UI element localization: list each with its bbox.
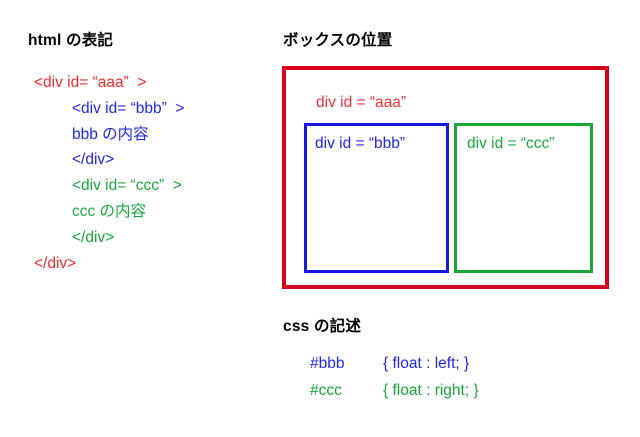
code-line: </div> [72, 228, 115, 246]
box-bbb-label: div id = “bbb” [315, 135, 406, 152]
section-heading-css: css の記述 [283, 318, 362, 335]
box-ccc-label: div id = “ccc” [467, 135, 555, 152]
box-aaa-outer: div id = “aaa” div id = “bbb” div id = “… [282, 66, 609, 289]
box-position-diagram: div id = “aaa” div id = “bbb” div id = “… [282, 66, 609, 289]
css-rule-row: #ccc { float : right; } [310, 377, 479, 404]
section-heading-boxes: ボックスの位置 [283, 32, 393, 49]
css-selector: #bbb [310, 355, 345, 372]
code-line: <div id= “ccc” > [72, 177, 182, 195]
code-line: ccc の内容 [72, 202, 147, 220]
code-line: <div id= “bbb” > [72, 99, 185, 117]
section-heading-html: html の表記 [28, 32, 114, 49]
box-aaa-label: div id = “aaa” [316, 94, 407, 111]
code-line: </div> [72, 151, 115, 169]
html-code-listing: <div id= “aaa” > <div id= “bbb” > bbb の内… [34, 70, 274, 276]
code-line: bbb の内容 [72, 125, 149, 143]
css-rule-row: #bbb { float : left; } [310, 350, 479, 377]
code-line: </div> [34, 254, 77, 272]
css-selector: #ccc [310, 382, 342, 399]
box-bbb: div id = “bbb” [304, 123, 449, 273]
css-declaration: { float : right; } [383, 382, 479, 399]
css-declaration: { float : left; } [383, 355, 470, 372]
css-code-listing: #bbb { float : left; } #ccc { float : ri… [310, 350, 479, 404]
code-line: <div id= “aaa” > [34, 74, 147, 91]
box-ccc: div id = “ccc” [454, 123, 593, 273]
